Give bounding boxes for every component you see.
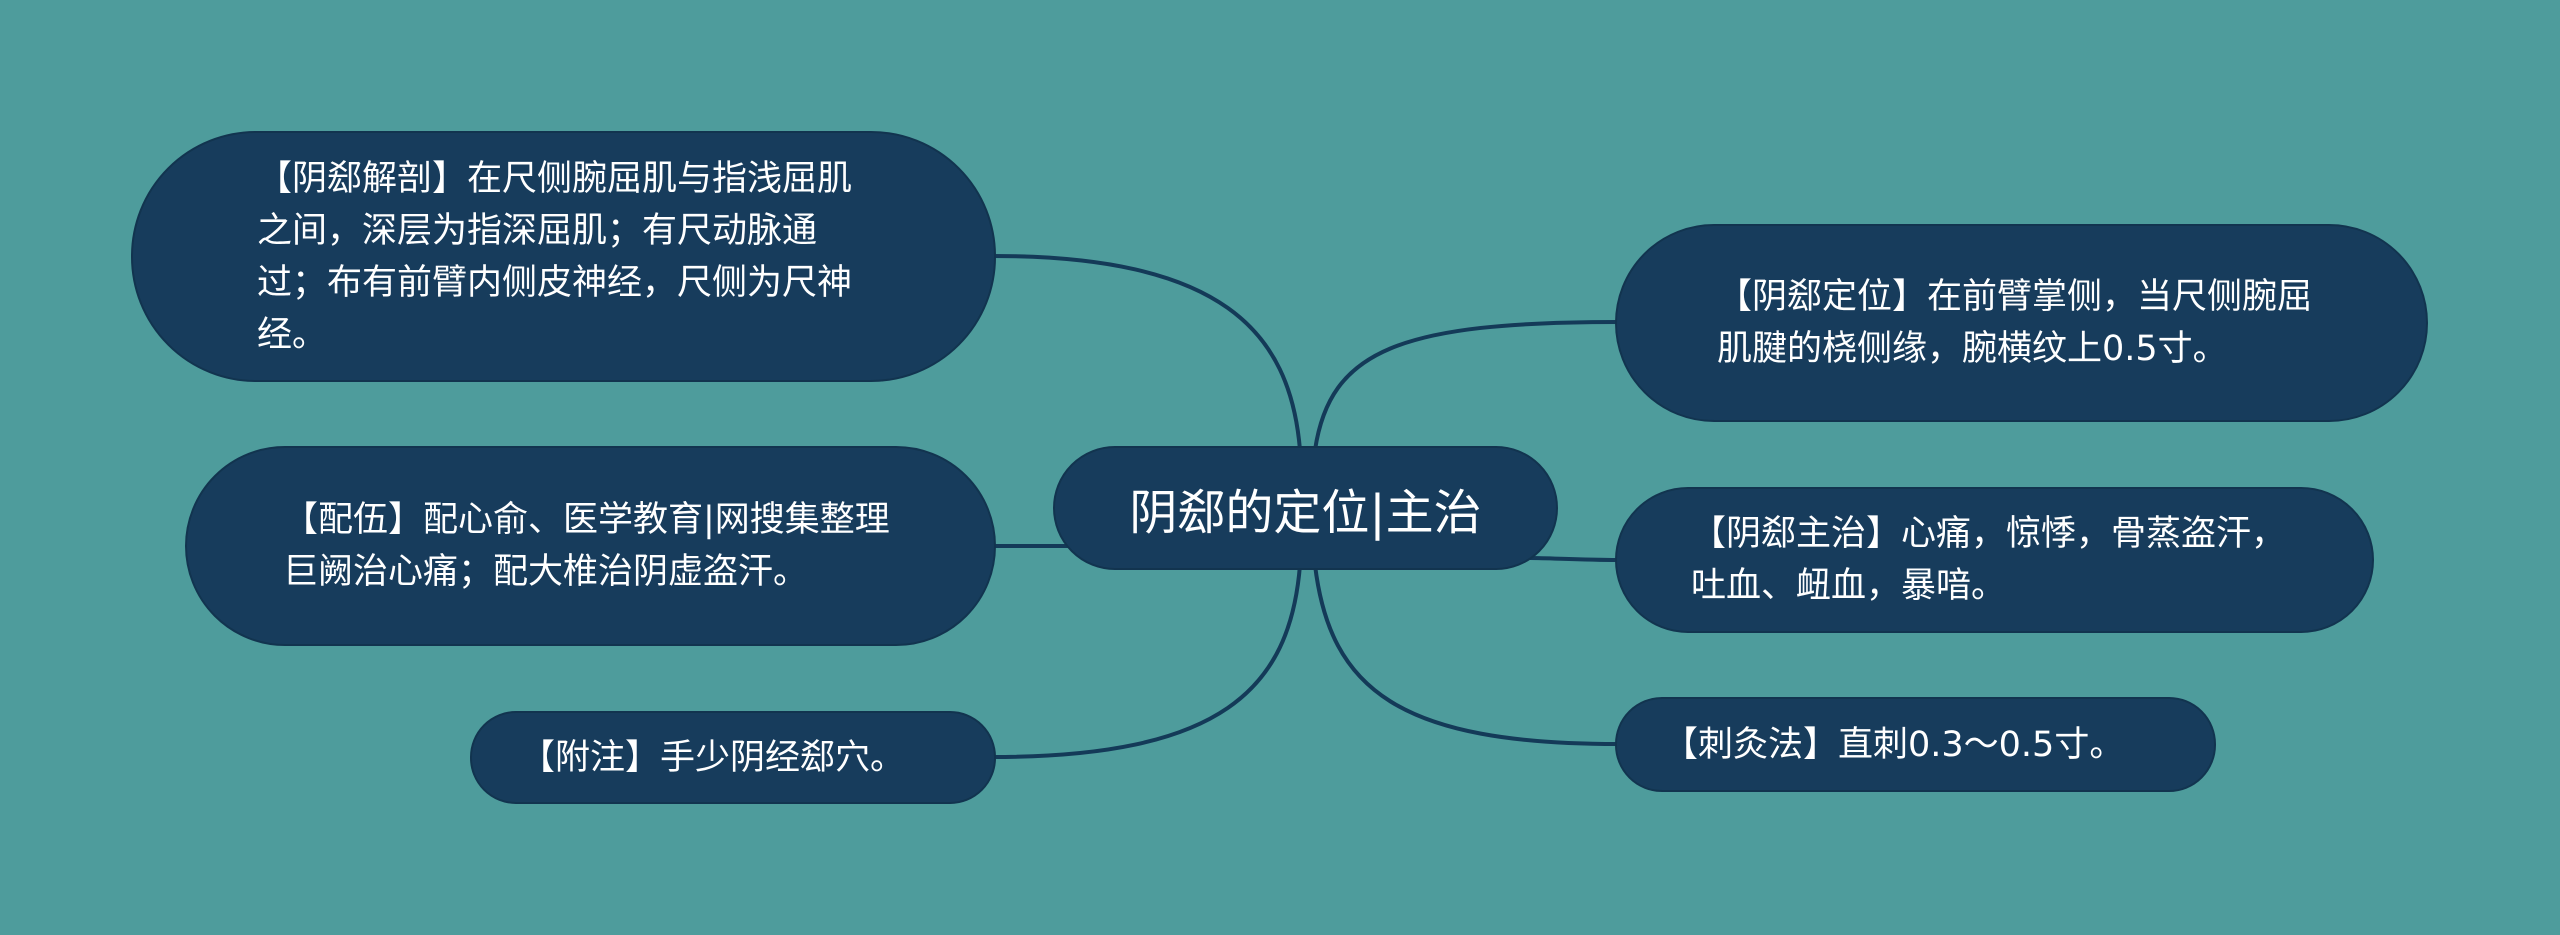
topic-combination[interactable]: 【配伍】配心俞、医学教育|网搜集整理巨阙治心痛；配大椎治阴虚盗汗。 bbox=[185, 446, 996, 646]
central-topic-title: 阴郄的定位|主治 bbox=[1129, 485, 1482, 541]
connector-indications bbox=[1529, 556, 1619, 562]
central-topic[interactable]: 阴郄的定位|主治 bbox=[1053, 446, 1558, 570]
topic-indications[interactable]: 【阴郄主治】心痛，惊悸，骨蒸盗汗，吐血、衄血，暴喑。 bbox=[1615, 487, 2374, 633]
connector-note bbox=[992, 564, 1302, 759]
topic-location-text: 【阴郄定位】在前臂掌侧，当尺侧腕屈肌腱的桡侧缘，腕横纹上0.5寸。 bbox=[1717, 277, 2313, 369]
topic-combination-text: 【配伍】配心俞、医学教育|网搜集整理巨阙治心痛；配大椎治阴虚盗汗。 bbox=[283, 500, 890, 592]
topic-note[interactable]: 【附注】手少阴经郄穴。 bbox=[470, 711, 996, 804]
topic-needling[interactable]: 【刺灸法】直刺0.3～0.5寸。 bbox=[1615, 697, 2216, 792]
topic-anatomy-text: 【阴郄解剖】在尺侧腕屈肌与指浅屈肌之间，深层为指深屈肌；有尺动脉通过；布有前臂内… bbox=[257, 158, 853, 355]
connector-needling bbox=[1313, 564, 1619, 746]
topic-location[interactable]: 【阴郄定位】在前臂掌侧，当尺侧腕屈肌腱的桡侧缘，腕横纹上0.5寸。 bbox=[1615, 224, 2428, 422]
connector-location bbox=[1313, 320, 1619, 451]
topic-needling-text: 【刺灸法】直刺0.3～0.5寸。 bbox=[1663, 724, 2125, 765]
topic-note-text: 【附注】手少阴经郄穴。 bbox=[520, 737, 906, 778]
topic-indications-text: 【阴郄主治】心痛，惊悸，骨蒸盗汗，吐血、衄血，暴喑。 bbox=[1691, 514, 2287, 606]
topic-anatomy[interactable]: 【阴郄解剖】在尺侧腕屈肌与指浅屈肌之间，深层为指深屈肌；有尺动脉通过；布有前臂内… bbox=[131, 131, 996, 382]
connector-anatomy bbox=[992, 254, 1302, 451]
